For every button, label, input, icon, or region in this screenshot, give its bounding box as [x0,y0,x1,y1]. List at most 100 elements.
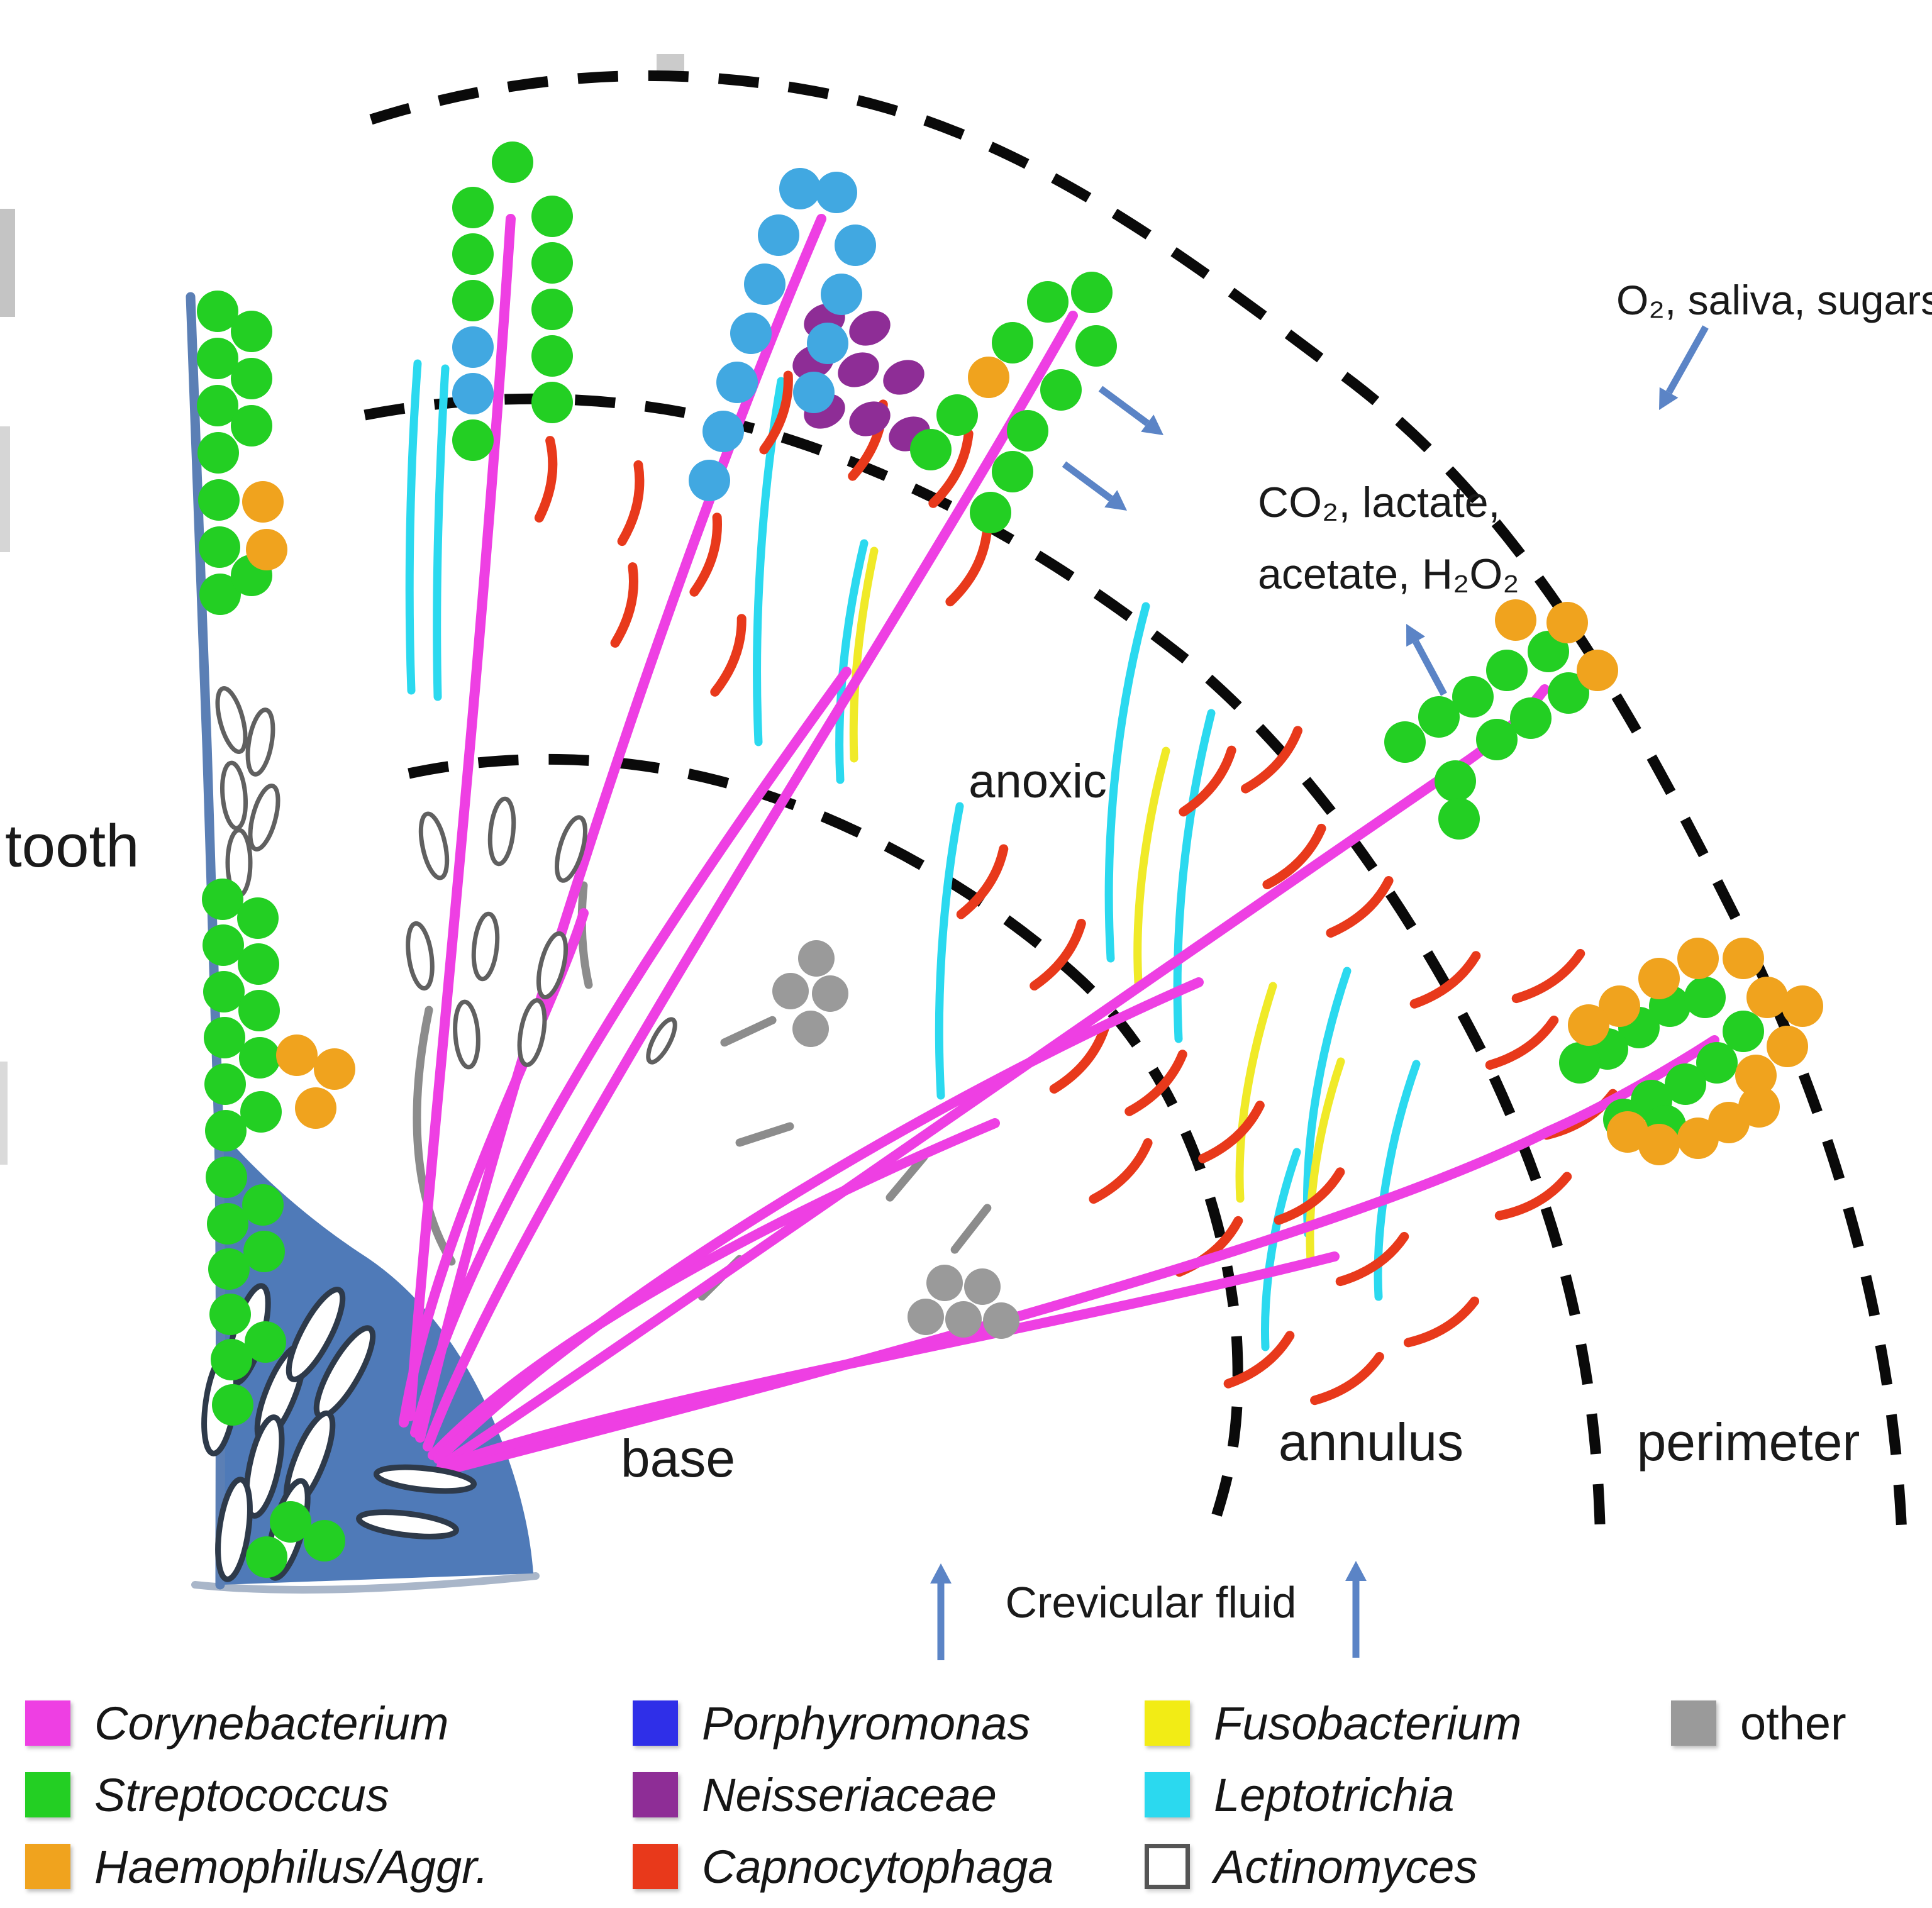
porphyromonas-cell [702,411,744,452]
streptococcus-cell [1548,672,1589,714]
capnocytophaga-rod [956,844,1009,919]
acetate-h2o2-annotation: acetate, H₂O₂ [1258,550,1519,598]
streptococcus-cell [198,479,240,521]
streptococcus-cell [1452,676,1494,718]
streptococcus-cell [204,1017,245,1058]
streptococcus-cell [202,879,243,920]
streptococcus-cell [203,924,244,966]
porphyromonas-cell [816,172,857,213]
streptococcus-cell [207,1203,248,1245]
fusobacterium-filament [1133,746,1170,987]
legend-item-fusobacterium: Fusobacterium [1145,1697,1522,1750]
actinomyces-cell-base [215,1477,253,1582]
neisseriaceae-cell [883,360,924,395]
streptococcus-cell [531,289,573,330]
actinomyces-cell-small [646,1017,677,1065]
porphyromonas-cell [452,326,494,368]
haemophilus-cell [1638,1124,1680,1165]
streptococcus-cell [452,187,494,228]
corynebacterium-swatch-icon [25,1700,70,1746]
capnocytophaga-rod [1274,1167,1345,1225]
streptococcus-cell [531,196,573,237]
streptococcus-cell [452,233,494,275]
corynebacterium-filament [433,977,1204,1464]
capnocytophaga-rod [1494,1172,1572,1221]
streptococcus-cell [492,141,533,183]
actinomyces-cell-base [286,1287,346,1382]
porphyromonas-cell [730,313,772,354]
capnocytophaga-rod [1310,1351,1384,1406]
haemophilus-cell [295,1087,336,1129]
streptococcus-cell [992,451,1033,492]
porphyromonas-cell [835,225,876,266]
streptococcus-cell [231,405,272,446]
streptococcus-cell [1384,721,1426,763]
other-rod [735,1122,794,1147]
leptotrichia-filament [433,364,450,701]
streptococcus-cell [197,291,238,332]
haemophilus-cell [1708,1102,1750,1143]
porphyromonas-swatch-icon [633,1700,678,1746]
legend-item-other: other [1671,1697,1846,1750]
streptococcus-cell [452,280,494,321]
streptococcus-cell [1723,1011,1764,1052]
porphyromonas-cell [689,460,730,501]
actinomyces-swatch-icon [1145,1844,1190,1889]
streptococcus-cell [910,429,952,470]
neisseriaceae-swatch-icon [633,1772,678,1817]
streptococcus-cell [203,971,245,1012]
haemophilus-swatch-icon [25,1844,70,1889]
other-cell [812,975,848,1012]
streptococcus-cell [243,1231,285,1272]
other-cell [983,1302,1019,1339]
base-shadow-edge [191,1572,540,1594]
streptococcus-cell [209,1294,251,1335]
scan-artifact [0,426,10,552]
other-rod [720,1016,777,1047]
haemophilus-cell [1546,602,1588,643]
streptococcus-cell [240,1091,282,1133]
actinomyces-cell [536,931,569,1000]
streptococcus-cell [531,382,573,423]
legend-label: Haemophilus/Aggr. [94,1840,489,1893]
haemophilus-cell [276,1034,318,1076]
streptococcus-cell [239,1037,280,1079]
leptotrichia-filament [1303,967,1352,1238]
capnocytophaga-rod [1326,876,1394,938]
actinomyces-cell [517,998,547,1067]
haemophilus-cell [314,1048,355,1090]
flow-arrow [1062,461,1113,502]
capnocytophaga-rod [759,370,793,455]
fusobacterium-swatch-icon [1145,1700,1190,1746]
perimeter-label: perimeter [1637,1412,1860,1472]
capnocytophaga-rod [1179,745,1236,817]
actinomyces-cell-base [243,1414,285,1519]
leptotrichia-filament [835,539,869,784]
actinomyces-cell [248,784,280,851]
other-cell [945,1301,982,1338]
haemophilus-cell [1735,1055,1777,1096]
capnocytophaga-rod [1409,951,1481,1009]
streptococcus-cell [1486,650,1528,691]
legend-label: Leptotrichia [1214,1768,1455,1821]
other-cell [926,1265,963,1301]
porphyromonas-cell [452,373,494,414]
flow-arrow [1141,414,1163,435]
corynebacterium-filament [436,1251,1340,1472]
legend-label: Fusobacterium [1214,1697,1522,1750]
streptococcus-cell [1040,369,1082,411]
streptococcus-cell [212,1384,253,1426]
flow-arrow [1104,490,1127,511]
leptotrichia-swatch-icon [1145,1772,1190,1817]
corynebacterium-filament [405,214,516,1421]
scan-artifact [0,1062,8,1165]
leptotrichia-filament [1104,602,1150,963]
legend-item-streptococcus: Streptococcus [25,1769,389,1821]
corynebacterium-filament [423,311,1078,1451]
capnocytophaga-rod [610,562,639,648]
capnocytophaga-rod [1049,1024,1109,1094]
porphyromonas-cell [716,362,758,403]
streptococcus-cell [208,1248,250,1290]
flow-arrow [1659,387,1679,410]
fusobacterium-filament [1306,1057,1345,1266]
